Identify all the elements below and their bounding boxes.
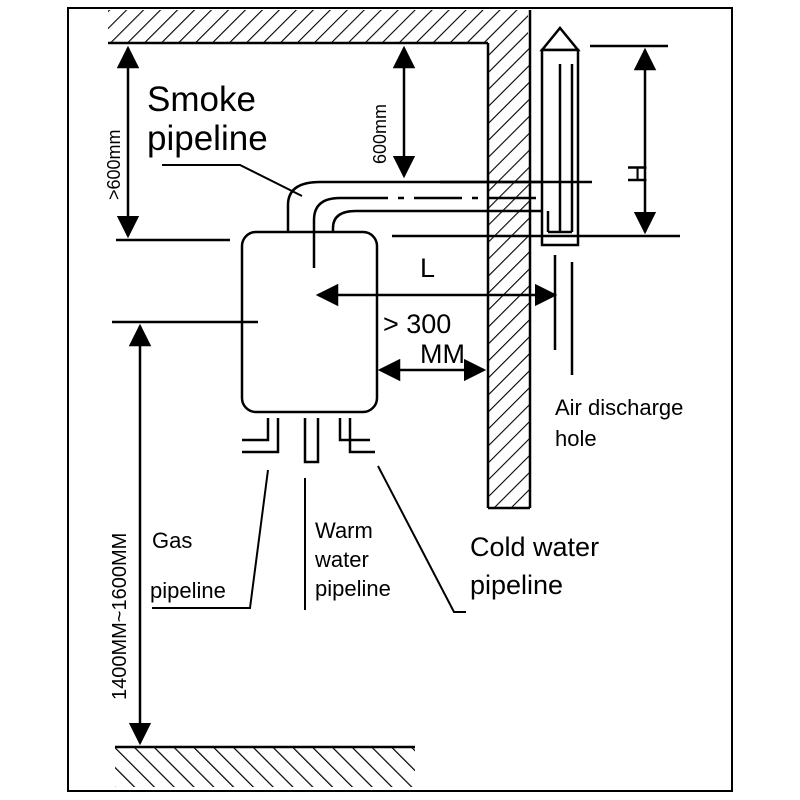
smoke-pipeline-label-2: pipeline — [147, 119, 268, 158]
cold-water-label-2: pipeline — [470, 570, 563, 600]
reference-lines — [112, 44, 680, 324]
side-clearance-label-2: MM — [420, 339, 465, 369]
air-discharge-label-2: hole — [555, 426, 597, 451]
smoke-pipeline-label: Smoke — [147, 80, 256, 119]
gas-leader — [152, 469, 269, 609]
water-heater-unit — [240, 230, 379, 414]
outer-frame — [67, 7, 733, 792]
warm-water-label-3: pipeline — [315, 576, 391, 601]
gas-pipeline-label-2: pipeline — [150, 578, 226, 603]
cold-water-label: Cold water — [470, 532, 599, 562]
top-clearance-label: >600mm — [104, 129, 124, 200]
side-clearance-label: > 300 — [383, 309, 451, 339]
air-discharge-hole — [553, 255, 574, 375]
mount-height-label: 1400MM~1600MM — [109, 533, 131, 700]
height-label: H — [622, 164, 652, 184]
warm-water-label-2: water — [314, 547, 369, 572]
side-wall — [486, 10, 532, 510]
warm-water-label: Warm — [315, 518, 373, 543]
length-label: L — [420, 253, 435, 283]
flue-terminal — [539, 26, 581, 247]
air-discharge-label: Air discharge — [555, 395, 683, 420]
bottom-pipes — [242, 418, 375, 464]
dimension-arrows — [116, 45, 657, 746]
floor — [115, 745, 415, 787]
pipe-offset-label: 600mm — [370, 104, 390, 164]
leader-lines — [152, 164, 466, 613]
ceiling — [108, 10, 528, 45]
cold-leader — [377, 465, 466, 613]
gas-pipeline-label: Gas — [152, 528, 192, 553]
smoke-leader — [162, 164, 303, 197]
